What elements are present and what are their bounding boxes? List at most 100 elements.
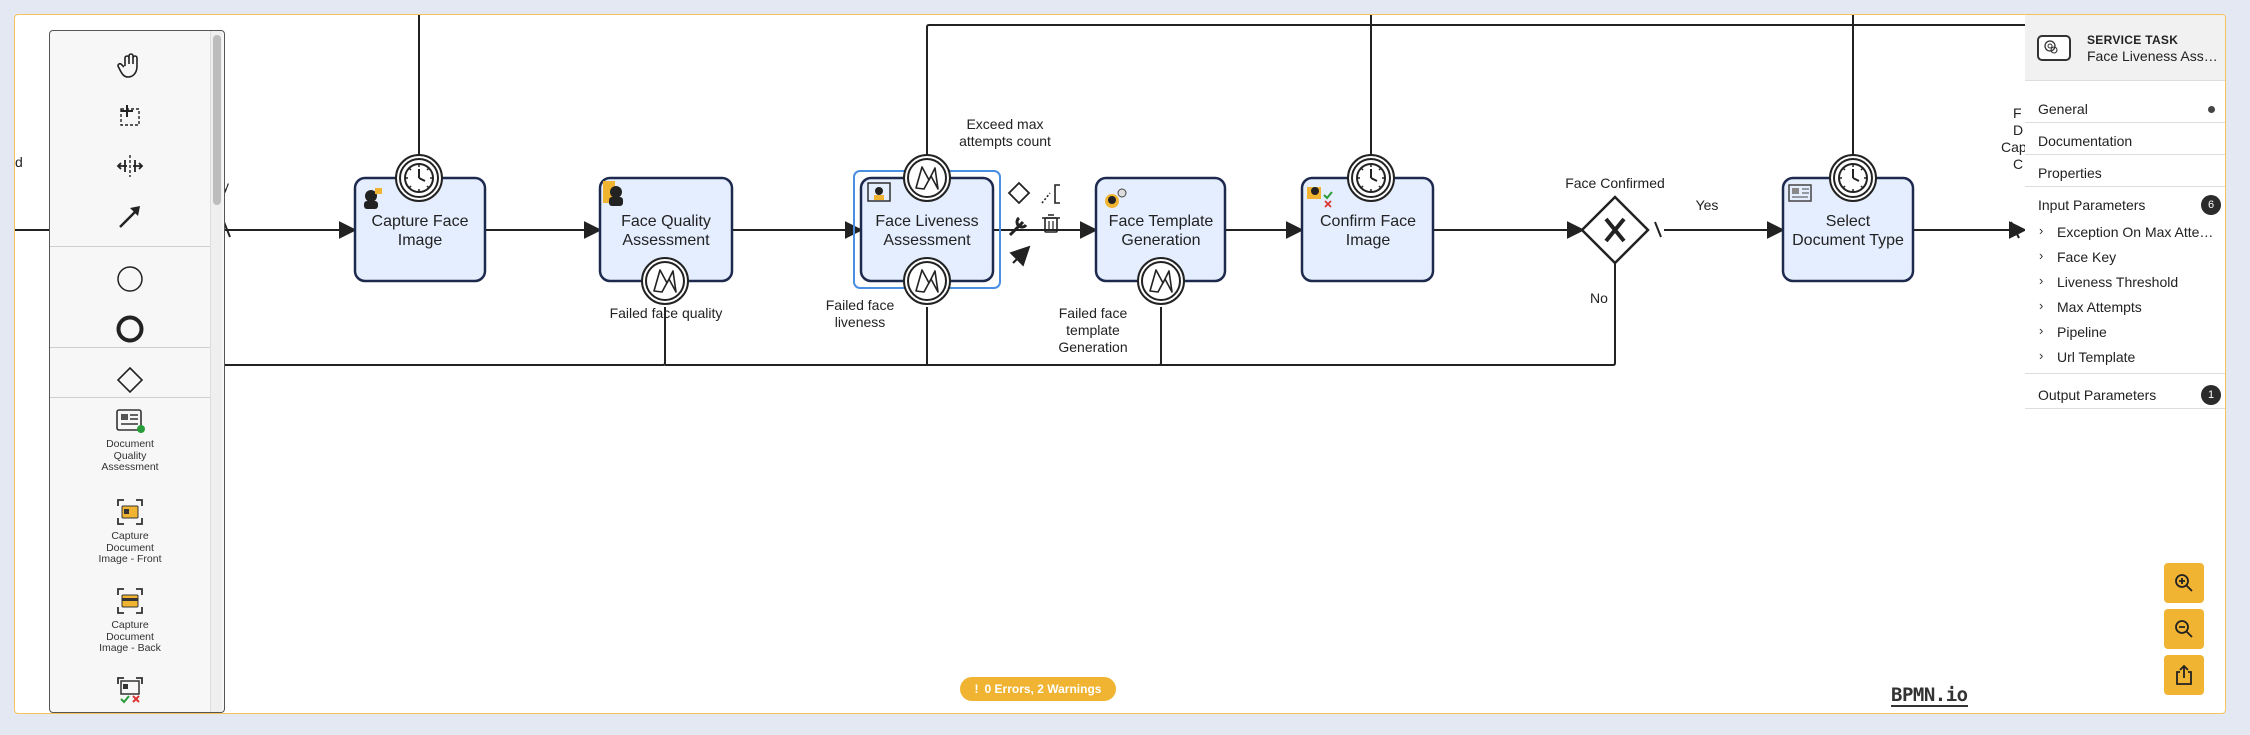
task-label: Generation (1121, 232, 1200, 249)
default-marker (2010, 221, 2020, 239)
input-item-label: Liveness Threshold (2057, 274, 2179, 290)
gateway-label: Face Confirmed (1565, 175, 1665, 191)
chevron-right-icon: › (2039, 323, 2044, 338)
error-boundary-event[interactable] (903, 257, 951, 305)
template-document-check[interactable] (50, 675, 210, 709)
input-item-exception-on-max-attempts[interactable]: › Exception On Max Attempts (2025, 219, 2225, 244)
palette-scrollbar[interactable] (210, 31, 222, 712)
capture-document-back-icon (117, 588, 143, 614)
input-item-url-template[interactable]: › Url Template (2025, 344, 2225, 374)
capture-document-front-icon (117, 499, 143, 525)
zoom-in-icon (2175, 574, 2193, 592)
gateway-icon[interactable] (50, 355, 210, 405)
input-item-max-attempts[interactable]: › Max Attempts (2025, 294, 2225, 319)
edge-fragment: d (15, 154, 23, 170)
error-boundary-event[interactable] (1137, 257, 1185, 305)
task-label: Document Type (1792, 232, 1904, 249)
input-item-pipeline[interactable]: › Pipeline (2025, 319, 2225, 344)
group-input-parameters[interactable]: Input Parameters 6 (2025, 191, 2225, 219)
properties-panel: SERVICE TASK Face Liveness Assessment Ge… (2025, 15, 2225, 713)
user-camera-icon (364, 188, 382, 209)
chevron-right-icon: › (2039, 348, 2044, 363)
hand-tool-icon[interactable] (50, 41, 210, 91)
template-document-quality-assessment[interactable]: Document Quality Assessment (50, 407, 210, 474)
document-check-icon (117, 677, 143, 704)
context-pad (1007, 181, 1060, 267)
task-face-quality-assessment[interactable]: Face Quality Assessment (598, 176, 734, 283)
flow-label: Failed face (1059, 305, 1128, 321)
flow-label: liveness (835, 314, 886, 330)
append-gateway-icon[interactable] (1007, 181, 1031, 205)
flow-label: Failed face (826, 297, 895, 313)
status-text: 0 Errors, 2 Warnings (984, 682, 1102, 696)
confirm-face-icon (1307, 187, 1333, 208)
input-item-liveness-threshold[interactable]: › Liveness Threshold (2025, 269, 2225, 294)
zoom-out-icon (2175, 620, 2193, 638)
document-type-icon (1788, 184, 1812, 202)
output-count-badge: 1 (2201, 385, 2221, 405)
input-item-face-key[interactable]: › Face Key (2025, 244, 2225, 269)
chevron-right-icon: › (2039, 273, 2044, 288)
group-documentation[interactable]: Documentation (2025, 127, 2225, 155)
template-capture-document-back[interactable]: Capture Document Image - Back (50, 586, 210, 655)
task-face-template-generation[interactable]: Face Template Generation (1094, 176, 1227, 283)
flow-label: Failed face quality (610, 305, 723, 321)
bpmn-io-logo[interactable]: BPMN.io (1891, 684, 1968, 707)
timer-boundary-event[interactable] (1347, 154, 1395, 202)
input-count-badge: 6 (2201, 195, 2221, 215)
group-properties[interactable]: Properties (2025, 159, 2225, 187)
start-event-icon[interactable] (50, 254, 210, 304)
chevron-right-icon: › (2039, 248, 2044, 263)
chevron-right-icon: › (2039, 298, 2044, 313)
task-select-document-type[interactable]: Select Document Type (1781, 176, 1915, 283)
group-label: Output Parameters (2038, 387, 2157, 403)
template-capture-document-front[interactable]: Capture Document Image - Front (50, 497, 210, 566)
task-confirm-face-image[interactable]: Confirm Face Image (1300, 176, 1435, 283)
modeler-frame: Capture Face Image Face Quality Assessme… (14, 14, 2226, 714)
connect-icon[interactable] (1009, 245, 1031, 267)
document-quality-icon (116, 409, 145, 433)
wrench-icon[interactable] (1008, 216, 1028, 237)
task-label: Image (1346, 232, 1391, 249)
export-button[interactable] (2164, 655, 2204, 695)
element-name: Face Liveness Assessment (2087, 48, 2223, 64)
group-output-parameters[interactable]: Output Parameters 1 (2025, 381, 2225, 409)
properties-header: SERVICE TASK Face Liveness Assessment (2025, 15, 2225, 81)
flow-label: template (1066, 322, 1120, 338)
task-label: Select (1826, 213, 1871, 230)
connect-tool-icon[interactable] (50, 191, 210, 241)
timer-boundary-event[interactable] (1829, 154, 1877, 202)
zoom-in-button[interactable] (2164, 563, 2204, 603)
user-quality-icon (603, 181, 623, 206)
text-annotation-icon[interactable] (1041, 192, 1051, 204)
edge-fragment: y (222, 178, 229, 194)
group-label: Documentation (2038, 133, 2133, 149)
group-general[interactable]: General (2025, 95, 2225, 123)
end-event-icon[interactable] (50, 304, 210, 354)
lint-status-button[interactable]: ! 0 Errors, 2 Warnings (960, 677, 1116, 701)
zoom-out-button[interactable] (2164, 609, 2204, 649)
diagram-canvas[interactable]: Capture Face Image Face Quality Assessme… (15, 15, 2225, 713)
edge-fragment: Cap (2001, 139, 2027, 155)
error-boundary-event[interactable] (641, 257, 689, 305)
data-marker-dot (2208, 106, 2215, 113)
exclusive-gateway[interactable] (1580, 195, 1650, 265)
lasso-tool-icon[interactable] (50, 91, 210, 141)
timer-boundary-event[interactable] (395, 154, 443, 202)
task-capture-face-image[interactable]: Capture Face Image (353, 176, 487, 283)
flow-label: attempts count (959, 133, 1051, 149)
trash-icon[interactable] (1042, 214, 1060, 233)
task-label: Confirm Face (1320, 213, 1416, 230)
chevron-right-icon: › (2039, 223, 2044, 238)
error-boundary-event[interactable] (903, 154, 951, 202)
flow-label: Exceed max (966, 116, 1043, 132)
task-label: Image (398, 232, 443, 249)
sequence-flows (15, 15, 2027, 366)
group-label: Properties (2038, 165, 2102, 181)
input-item-label: Url Template (2057, 349, 2136, 365)
space-tool-icon[interactable] (50, 141, 210, 191)
task-face-liveness-assessment[interactable]: Face Liveness Assessment (853, 170, 1001, 289)
input-item-label: Exception On Max Attempts (2057, 224, 2223, 240)
input-item-label: Pipeline (2057, 324, 2107, 340)
flow-label-yes: Yes (1696, 197, 1719, 213)
